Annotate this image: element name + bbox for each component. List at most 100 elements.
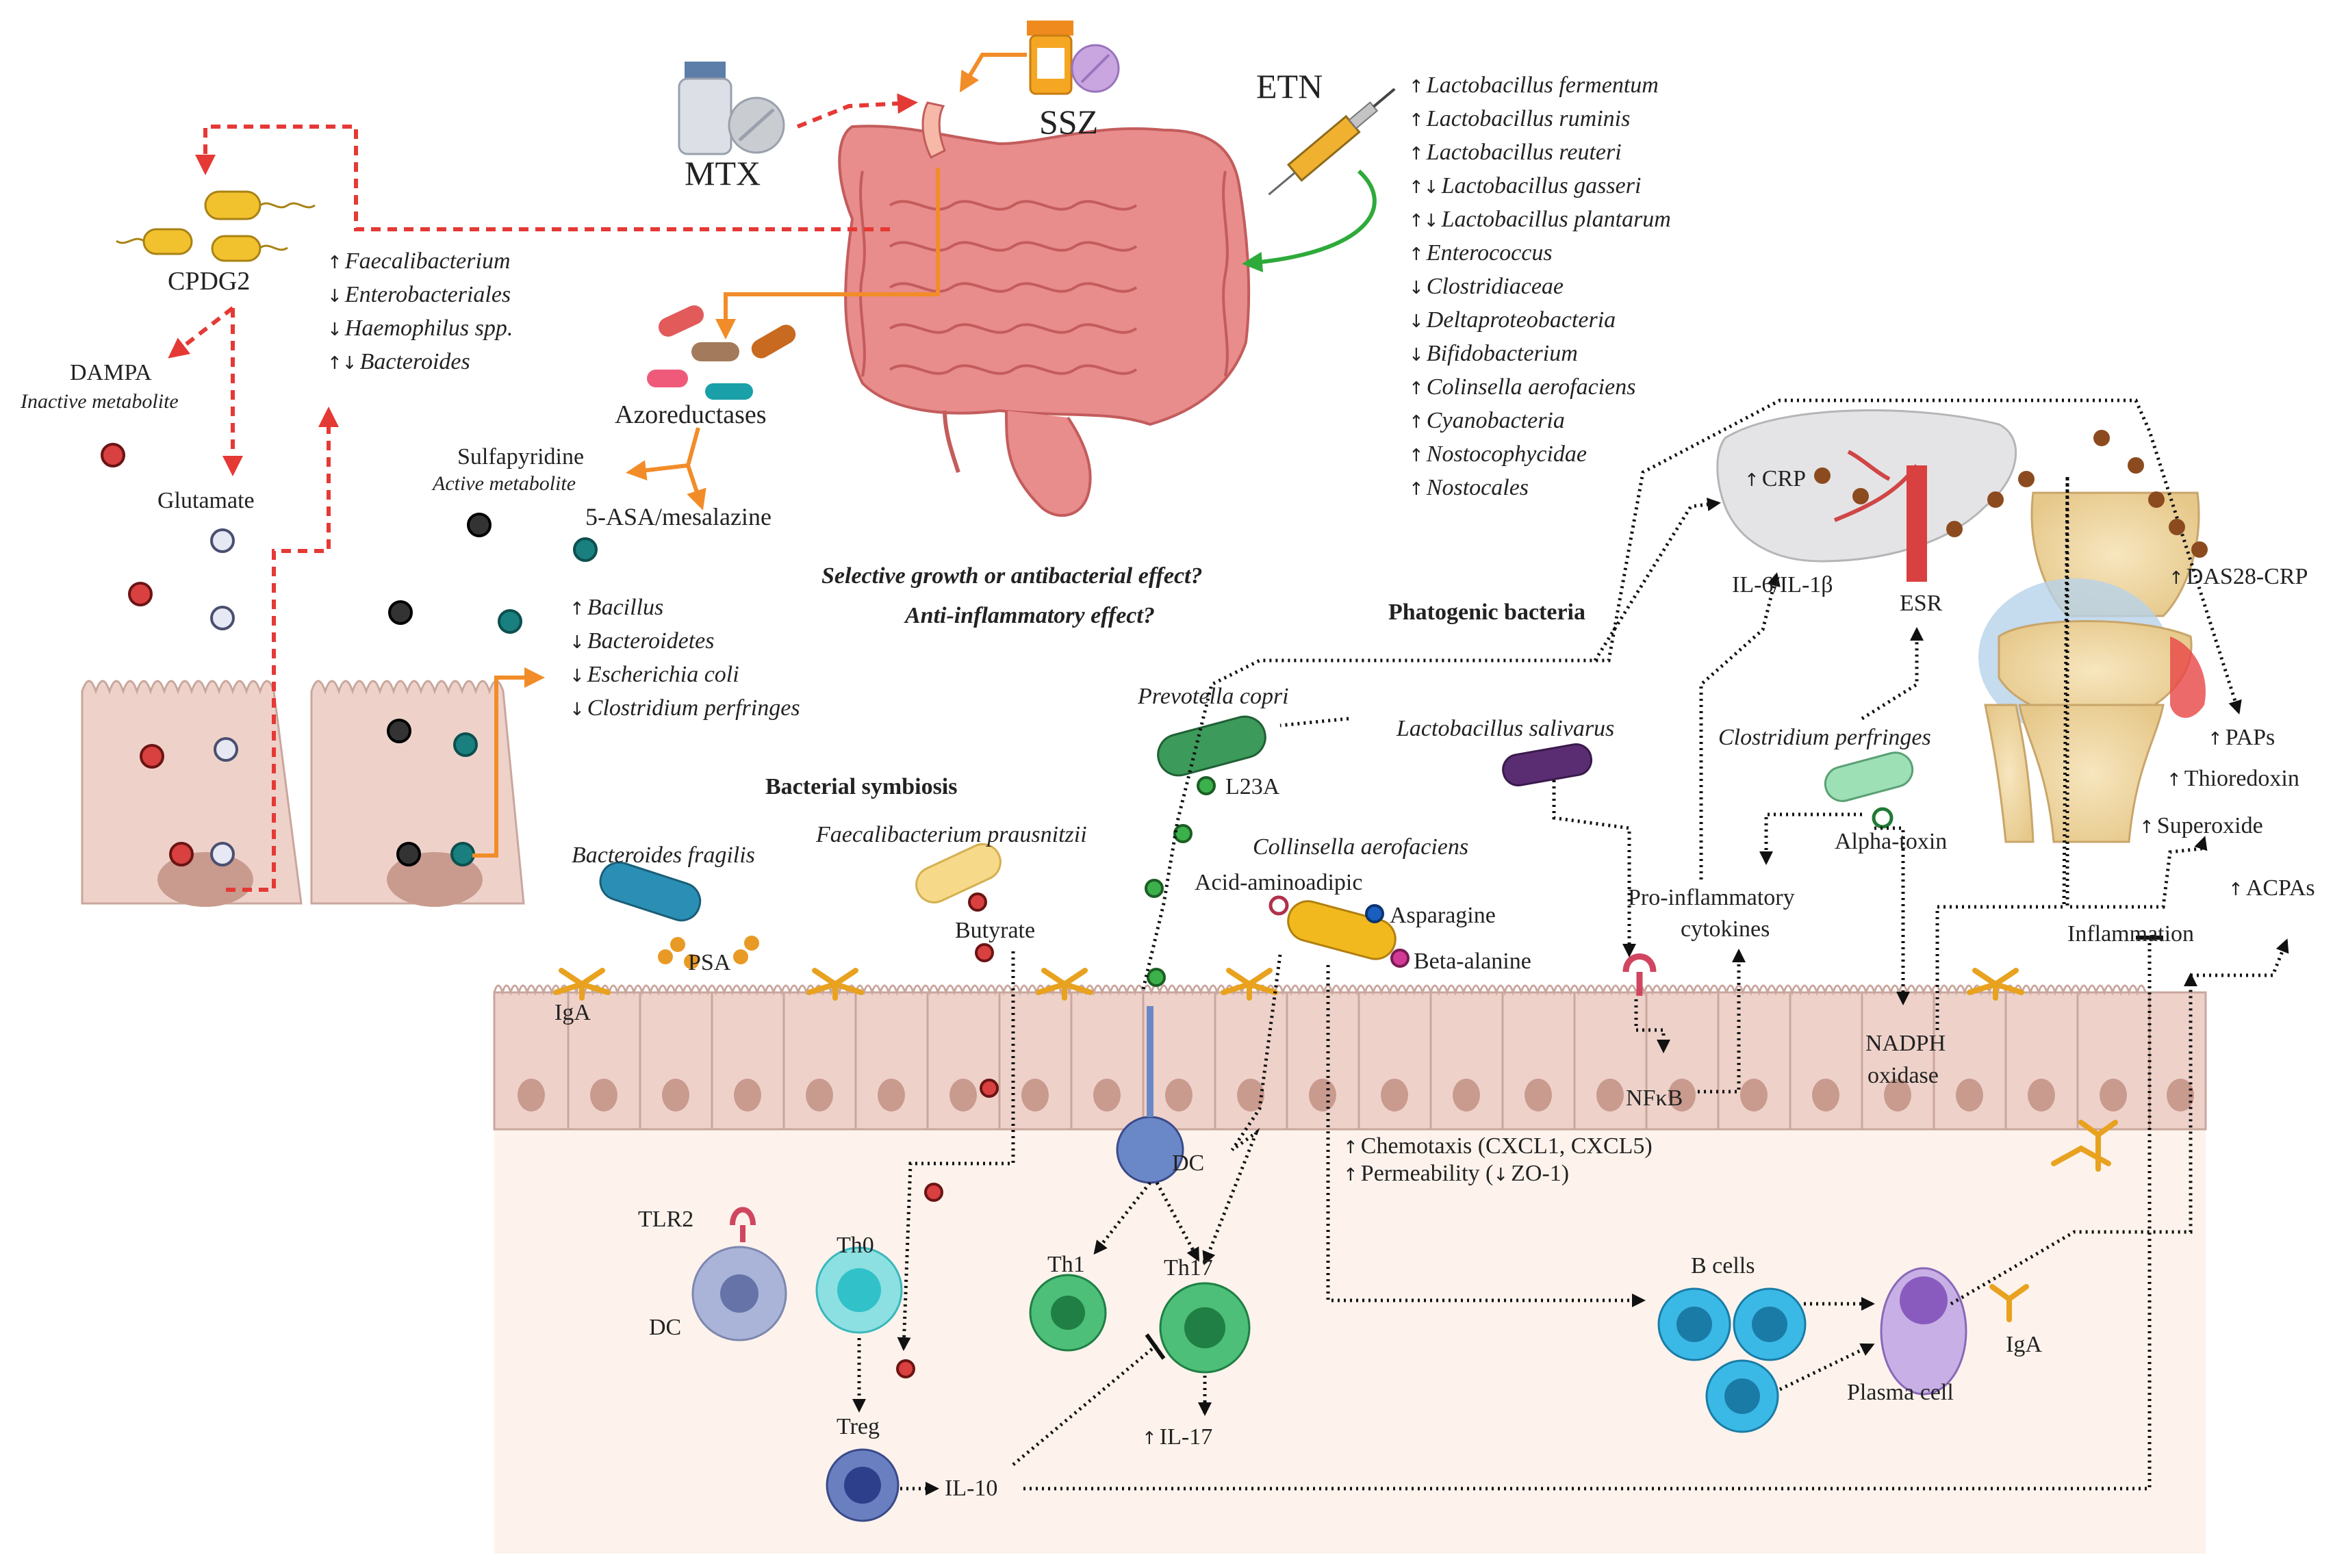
mtx-taxa-list: ↑Faecalibacterium ↓Enterobacteriales ↓Ha… [327, 248, 513, 382]
superoxide-label: ↑Superoxide [2139, 813, 2263, 838]
esr-label: ESR [1900, 591, 1943, 616]
permeability-label: ↑Permeability (↓ZO-1) [1343, 1161, 1570, 1186]
list-item: ↑Cyanobacteria [1409, 408, 1565, 433]
faecalibacterium-icon [896, 843, 1002, 1378]
list-item: ↑Nostocophycidae [1409, 441, 1587, 467]
clostridium-label: Clostridium perfringes [1718, 725, 1931, 750]
list-item: ↑Lactobacillus fermentum [1409, 73, 1659, 98]
etn-arrow [1242, 169, 1377, 272]
sulfapyridine-label: Sulfapyridine [457, 444, 585, 470]
list-item: ↓Bifidobacterium [1409, 341, 1578, 366]
pathway-arrows [852, 398, 2289, 1495]
azoreductases-label: Azoreductases [615, 400, 767, 429]
th17-label: Th17 [1164, 1255, 1213, 1281]
tlr2-receptor-icon [1622, 953, 1657, 996]
treg-label: Treg [837, 1414, 880, 1439]
crp-label: ↑CRP [1744, 466, 1807, 491]
chemotaxis-label: ↑Chemotaxis (CXCL1, CXCL5) [1343, 1133, 1653, 1159]
faecalibacterium-label: Faecalibacterium prausnitzii [816, 822, 1087, 847]
sulfapyridine-note: Active metabolite [433, 472, 576, 495]
etn-syringe-icon [1268, 88, 1396, 196]
nadph-label: NADPH [1865, 1031, 1946, 1056]
alpha-toxin-label: Alpha-toxin [1835, 829, 1948, 854]
etn-label: ETN [1256, 67, 1323, 105]
inflammation-label: Inflammation [2067, 921, 2195, 947]
list-item: ↓Enterobacteriales [327, 282, 511, 307]
tlr2-label: TLR2 [638, 1207, 694, 1232]
th17-cell-icon [1159, 1282, 1251, 1374]
il10-label: IL-10 [945, 1476, 998, 1501]
ssz-taxa-list: ↑Bacillus ↓Bacteroidetes ↓Escherichia co… [570, 594, 800, 728]
paps-label: ↑PAPs [2208, 725, 2275, 750]
section-pathogenic-bacteria: Phatogenic bacteria [1388, 600, 1585, 625]
list-item: ↑Colinsella aerofaciens [1409, 374, 1636, 400]
ssz-arrows [472, 53, 1027, 858]
dc-left-icon [691, 1207, 787, 1341]
plasma-cell-label: Plasma cell [1847, 1380, 1954, 1405]
butyrate-label: Butyrate [955, 918, 1036, 943]
th1-label: Th1 [1047, 1252, 1085, 1277]
list-item: ↑Nostocales [1409, 475, 1529, 500]
collinsella-icon [1268, 895, 1410, 968]
list-item: ↑Enterococcus [1409, 240, 1553, 266]
list-item: ↑Bacillus [570, 595, 664, 620]
list-item: ↑↓Bacteroides [327, 349, 470, 374]
oxidase-label: oxidase [1867, 1063, 1939, 1088]
ssz-pill-bottle-icon [1027, 21, 1120, 95]
list-item: ↑↓Lactobacillus gasseri [1409, 173, 1642, 198]
iga-left-label: IgA [554, 1000, 591, 1025]
th1-cell-icon [1029, 1274, 1107, 1352]
b-cells-label: B cells [1691, 1253, 1755, 1278]
pro-inflammatory-label: Pro-inflammatory [1628, 885, 1795, 910]
thioredoxin-label: ↑Thioredoxin [2167, 766, 2299, 791]
mtx-label: MTX [685, 154, 761, 192]
list-item: ↓Clostridiaceae [1409, 274, 1564, 299]
il6-label: IL-6/IL-1β [1732, 572, 1833, 597]
list-item: ↓Bacteroidetes [570, 628, 715, 654]
asparagine-label: Asparagine [1390, 903, 1496, 928]
knee-joint-icon [1978, 491, 2206, 843]
question-anti-inflammatory: Anti-inflammatory effect? [905, 603, 1155, 628]
iga-antibody-icons [553, 968, 2118, 1322]
nfkb-label: NFκB [1626, 1085, 1683, 1111]
mesalazine-label: 5-ASA/mesalazine [585, 503, 772, 530]
cytokines-label: cytokines [1681, 916, 1770, 942]
acid-aminoadipic-label: Acid-aminoadipic [1195, 870, 1363, 895]
metabolite-dots [101, 443, 598, 866]
cytokine-markers [1814, 430, 2208, 558]
l23a-label: L23A [1225, 774, 1280, 799]
prevotella-label: Prevotella copri [1138, 684, 1289, 709]
inhibition-bars [1145, 936, 2163, 1360]
list-item: ↑↓Lactobacillus plantarum [1409, 207, 1671, 232]
glutamate-label: Glutamate [157, 488, 255, 513]
etn-taxa-list: ↑Lactobacillus fermentum ↑Lactobacillus … [1409, 72, 1671, 508]
cpdg2-label: CPDG2 [168, 267, 251, 296]
cpdg2-bacteria-icon [116, 190, 316, 262]
list-item: ↓Clostridium perfringes [570, 695, 800, 721]
beta-alanine-label: Beta-alanine [1414, 949, 1531, 974]
list-item: ↓Deltaproteobacteria [1409, 307, 1616, 333]
dc-center-label: DC [1172, 1151, 1205, 1176]
azoreductase-bacteria-icon [647, 305, 796, 400]
l23a-dots [1145, 776, 1216, 987]
mtx-arrows [168, 93, 918, 892]
dampa-note: Inactive metabolite [21, 390, 179, 413]
dampa-label: DAMPA [70, 360, 152, 385]
bacteroides-fragilis-icon [599, 861, 759, 969]
list-item: ↑Lactobacillus ruminis [1409, 106, 1631, 131]
left-enterocytes [81, 680, 525, 907]
lactobacillus-salivarus-label: Lactobacillus salivarus [1397, 716, 1615, 741]
il17-label: ↑IL-17 [1142, 1424, 1213, 1450]
lactobacillus-salivarus-icon [1502, 743, 1593, 786]
gut-illustration [838, 101, 1251, 517]
list-item: ↓Haemophilus spp. [327, 316, 513, 341]
section-bacterial-symbiosis: Bacterial symbiosis [765, 774, 958, 799]
ssz-label: SSZ [1039, 103, 1099, 141]
das28-label: ↑DAS28-CRP [2169, 564, 2308, 589]
bacteroides-fragilis-label: Bacteroides fragilis [572, 843, 755, 868]
prevotella-copri-icon [1157, 715, 1266, 777]
acpas-label: ↑ACPAs [2228, 875, 2315, 901]
question-selective-growth: Selective growth or antibacterial effect… [821, 563, 1203, 589]
treg-cell-icon [826, 1448, 900, 1522]
